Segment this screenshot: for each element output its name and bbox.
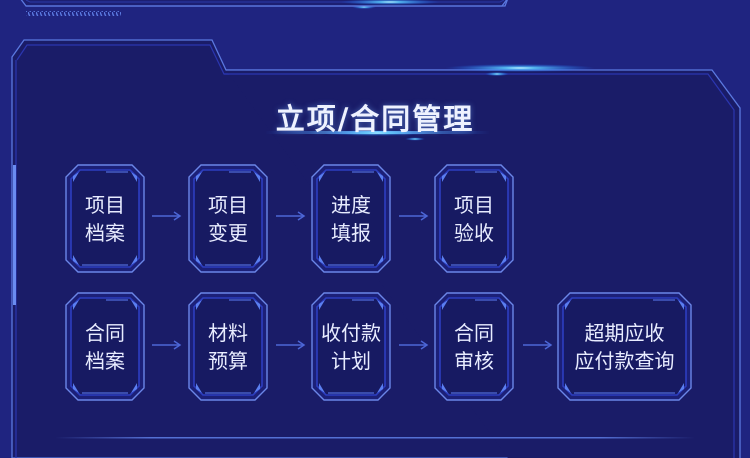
node-payment-plan[interactable]: 收付款计划	[312, 293, 390, 400]
node-project-change[interactable]: 项目变更	[189, 165, 267, 272]
node-label-line2: 审核	[454, 348, 494, 373]
node-label-line2: 档案	[85, 220, 125, 245]
section-title: 立项/合同管理	[275, 102, 475, 136]
node-label-line1: 进度	[331, 192, 371, 217]
node-label-line1: 超期应收	[584, 320, 665, 345]
node-label-line1: 材料	[208, 320, 248, 345]
node-label-line1: 项目	[208, 192, 248, 217]
node-contract-archive[interactable]: 合同档案	[66, 293, 144, 400]
node-label-line1: 项目	[85, 192, 125, 217]
node-label-line2: 变更	[208, 220, 248, 245]
node-label-line2: 预算	[208, 348, 248, 373]
node-label-line2: 验收	[454, 220, 494, 245]
node-label-line2: 档案	[85, 348, 125, 373]
node-label-line1: 项目	[454, 192, 494, 217]
node-contract-review[interactable]: 合同审核	[435, 293, 513, 400]
node-label-line1: 合同	[85, 320, 125, 345]
node-overdue-payment-query[interactable]: 超期应收应付款查询	[558, 293, 691, 400]
node-label-line2: 填报	[331, 220, 371, 245]
node-progress-report[interactable]: 进度填报	[312, 165, 390, 272]
node-label-line2: 计划	[331, 348, 371, 373]
node-label-line1: 合同	[454, 320, 494, 345]
node-label-line2: 应付款查询	[574, 348, 675, 373]
node-label-line1: 收付款	[321, 320, 381, 345]
node-material-budget[interactable]: 材料预算	[189, 293, 267, 400]
node-project-archive[interactable]: 项目档案	[66, 165, 144, 272]
node-project-acceptance[interactable]: 项目验收	[435, 165, 513, 272]
